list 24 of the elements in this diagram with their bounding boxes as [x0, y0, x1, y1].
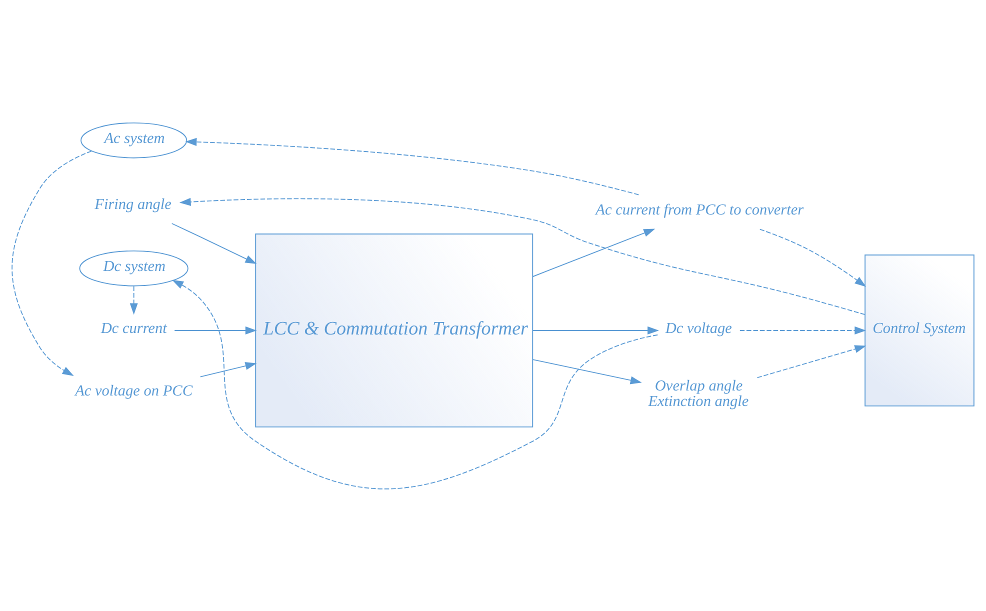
arrow — [200, 362, 257, 377]
arrow — [171, 222, 257, 264]
node-box: Control System — [864, 254, 974, 406]
arrow — [172, 279, 658, 489]
arrow — [532, 228, 656, 277]
arrow — [756, 344, 866, 378]
node-text: Dc voltage — [665, 320, 732, 337]
node-ellipse: Dc system — [79, 250, 188, 286]
arrow — [130, 285, 138, 314]
arrow — [739, 326, 866, 334]
arrow — [174, 326, 257, 334]
node-ellipse: Ac system — [80, 122, 188, 158]
arrow — [532, 358, 642, 384]
node-box: LCC & Commutation Transformer — [255, 233, 534, 427]
node-text: Overlap angle Extinction angle — [648, 376, 749, 410]
arrow — [12, 150, 92, 376]
arrow — [179, 197, 866, 315]
node-text: Dc current — [100, 320, 167, 337]
arrow — [185, 137, 640, 195]
node-text: Firing angle — [94, 195, 172, 212]
arrow — [759, 228, 866, 286]
arrow — [532, 326, 659, 334]
node-text: Ac current from PCC to converter — [596, 201, 804, 218]
node-text: Ac voltage on PCC — [75, 382, 193, 399]
